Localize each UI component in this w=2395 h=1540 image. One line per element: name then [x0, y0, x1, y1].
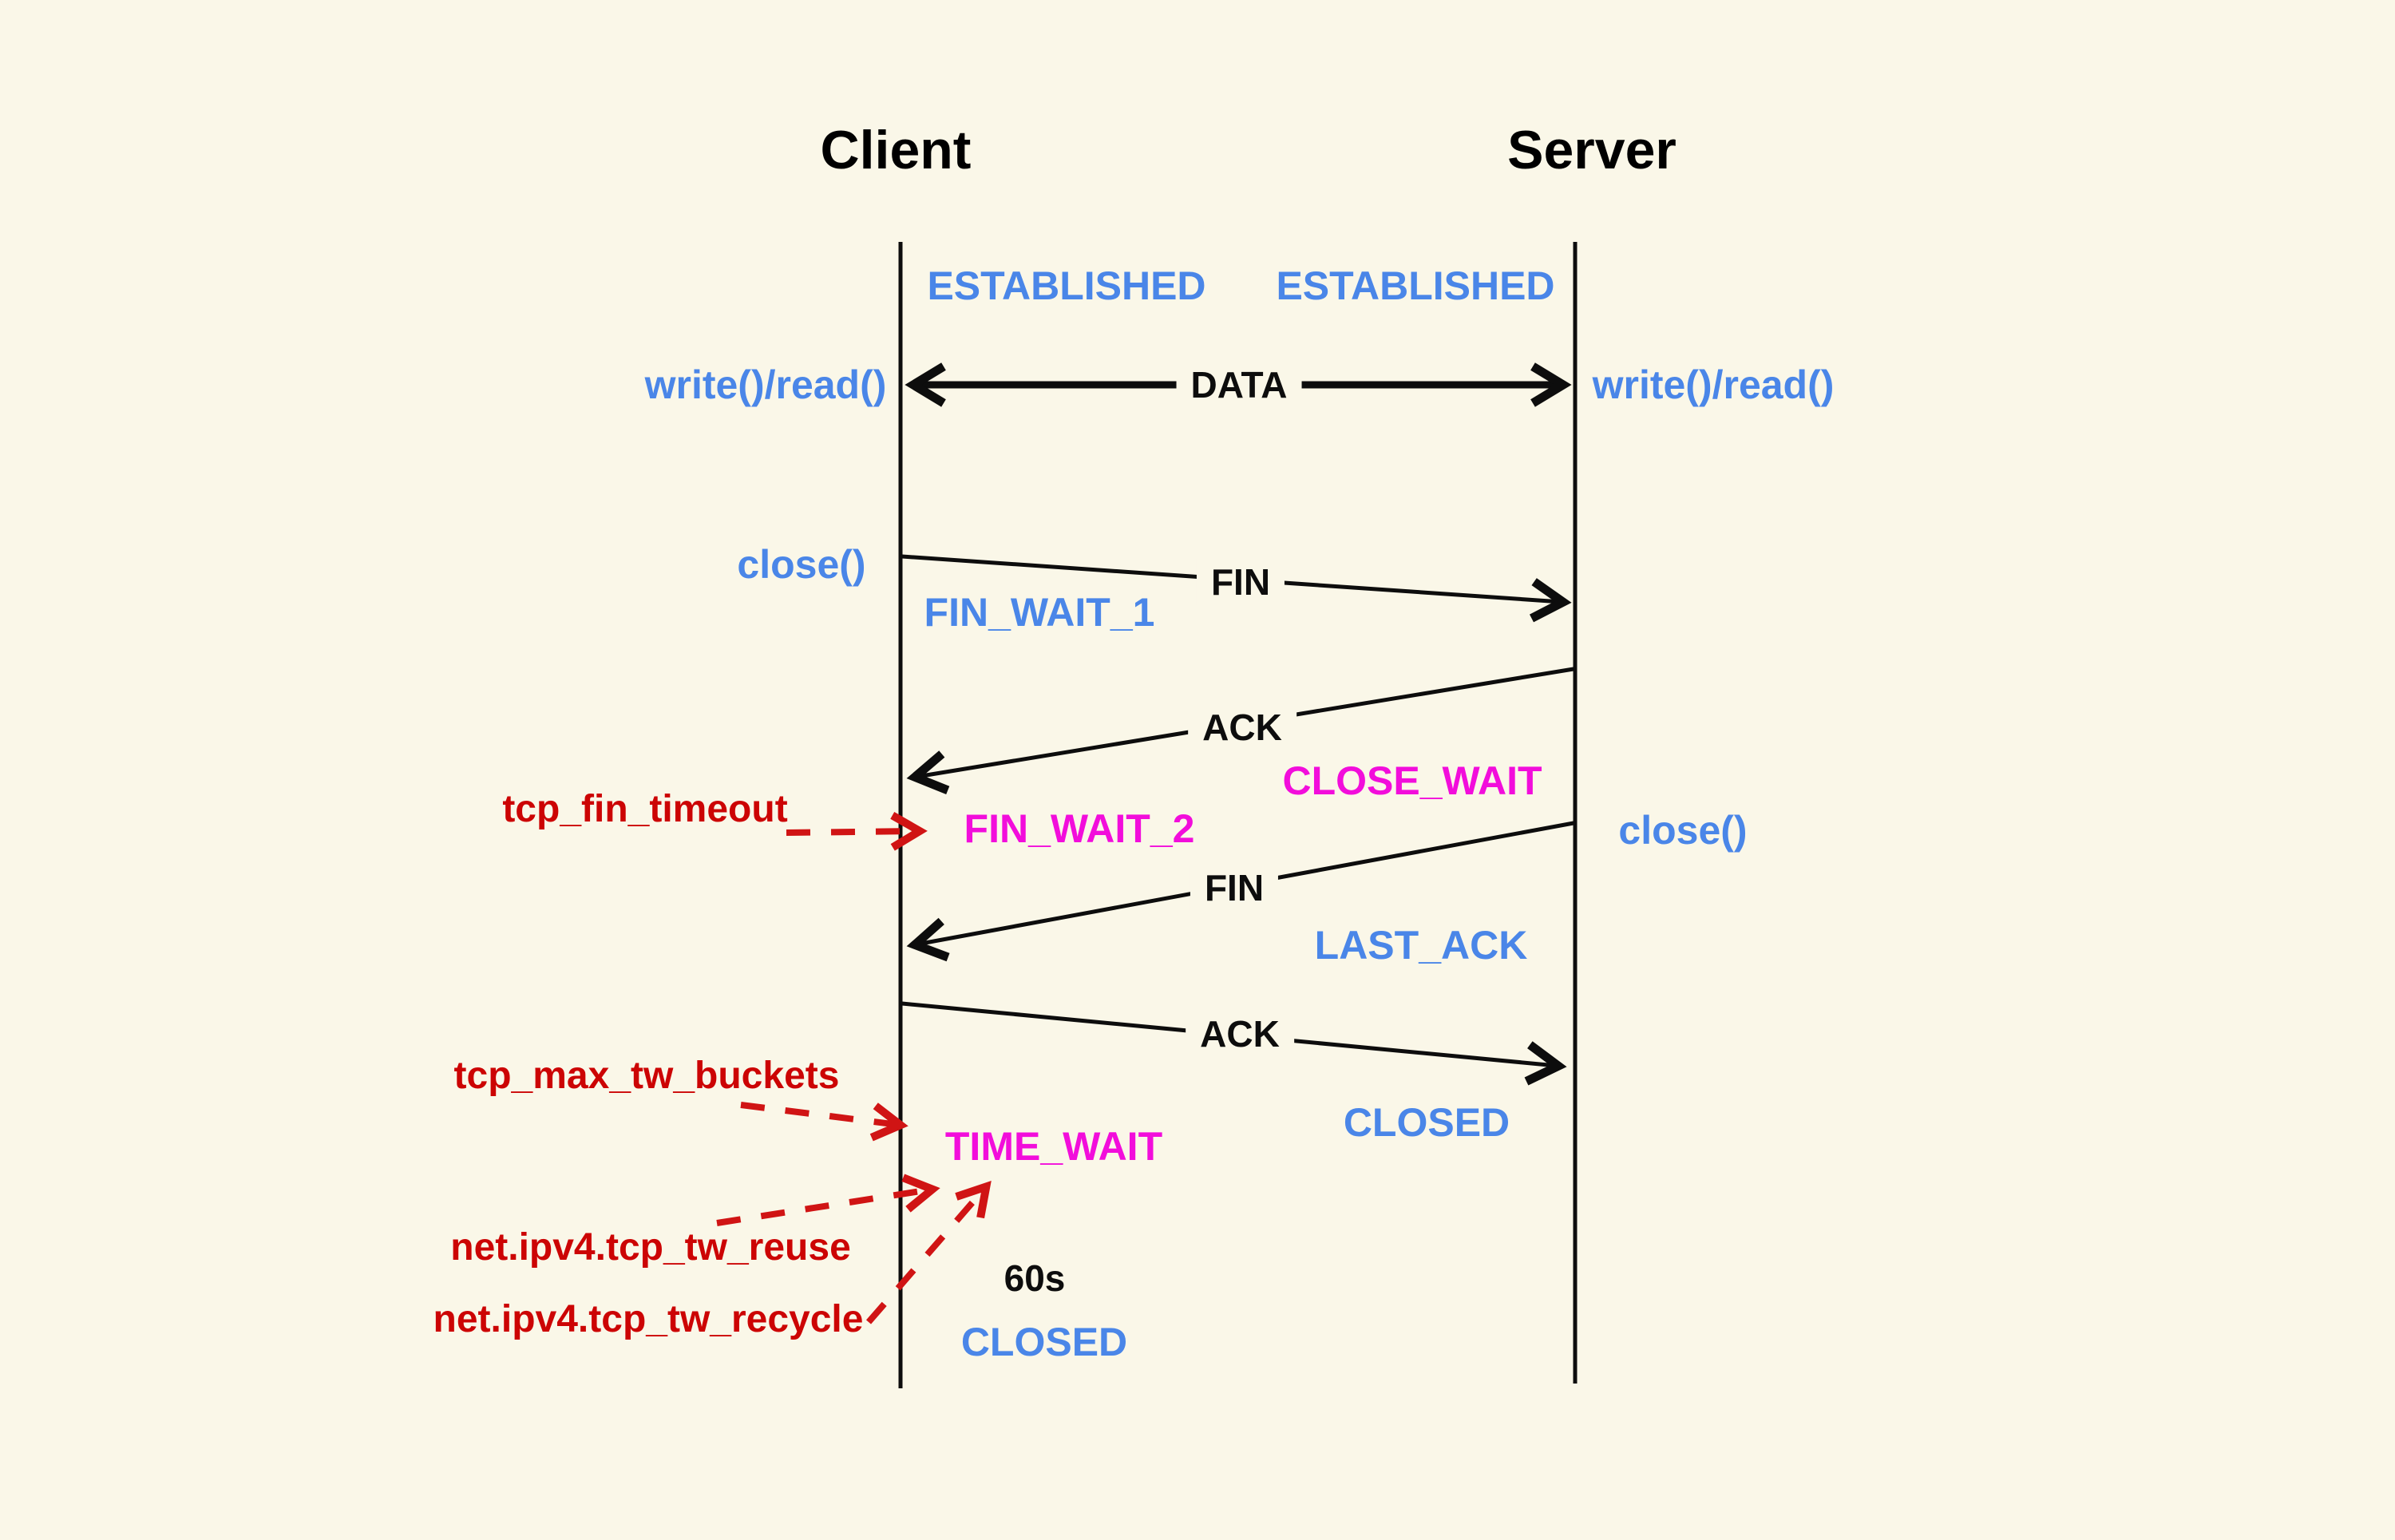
tcp-tw-recycle-arrow [865, 1181, 992, 1324]
data-message-label: DATA [1176, 362, 1302, 408]
tcp-max-tw-buckets-arrow [740, 1102, 909, 1142]
tcp-fin-timeout-arrow [786, 812, 928, 851]
time-wait-duration: 60s [1004, 1257, 1066, 1299]
ack-message-label-1: ACK [1188, 704, 1296, 750]
server-write-read-call: write()/read() [1592, 362, 1835, 407]
client-close-call: close() [737, 542, 866, 587]
client-title: Client [820, 120, 972, 180]
client-write-read-call: write()/read() [644, 362, 887, 407]
tcp-tw-reuse-arrow [716, 1174, 940, 1226]
server-state-last-ack: LAST_ACK [1314, 923, 1528, 968]
client-state-fin-wait-2: FIN_WAIT_2 [964, 806, 1195, 851]
tunable-tcp-max-tw-buckets: tcp_max_tw_buckets [453, 1055, 840, 1097]
ack-message-label-2: ACK [1186, 1011, 1294, 1057]
server-state-close-wait: CLOSE_WAIT [1282, 758, 1542, 803]
fin-message-label-1: FIN [1196, 559, 1285, 605]
server-state-established: ESTABLISHED [1276, 263, 1555, 308]
client-state-closed: CLOSED [960, 1320, 1128, 1364]
tunable-net-ipv4-tcp-tw-recycle: net.ipv4.tcp_tw_recycle [433, 1298, 864, 1340]
client-state-fin-wait-1: FIN_WAIT_1 [924, 590, 1155, 635]
tunable-tcp-fin-timeout: tcp_fin_timeout [502, 788, 788, 830]
server-close-call: close() [1618, 808, 1748, 853]
server-title: Server [1507, 120, 1676, 180]
client-state-time-wait: TIME_WAIT [944, 1124, 1163, 1169]
tunable-net-ipv4-tcp-tw-reuse: net.ipv4.tcp_tw_reuse [450, 1226, 851, 1269]
fin-message-label-2: FIN [1190, 865, 1279, 911]
server-state-closed: CLOSED [1343, 1100, 1510, 1145]
client-state-established: ESTABLISHED [927, 263, 1206, 308]
